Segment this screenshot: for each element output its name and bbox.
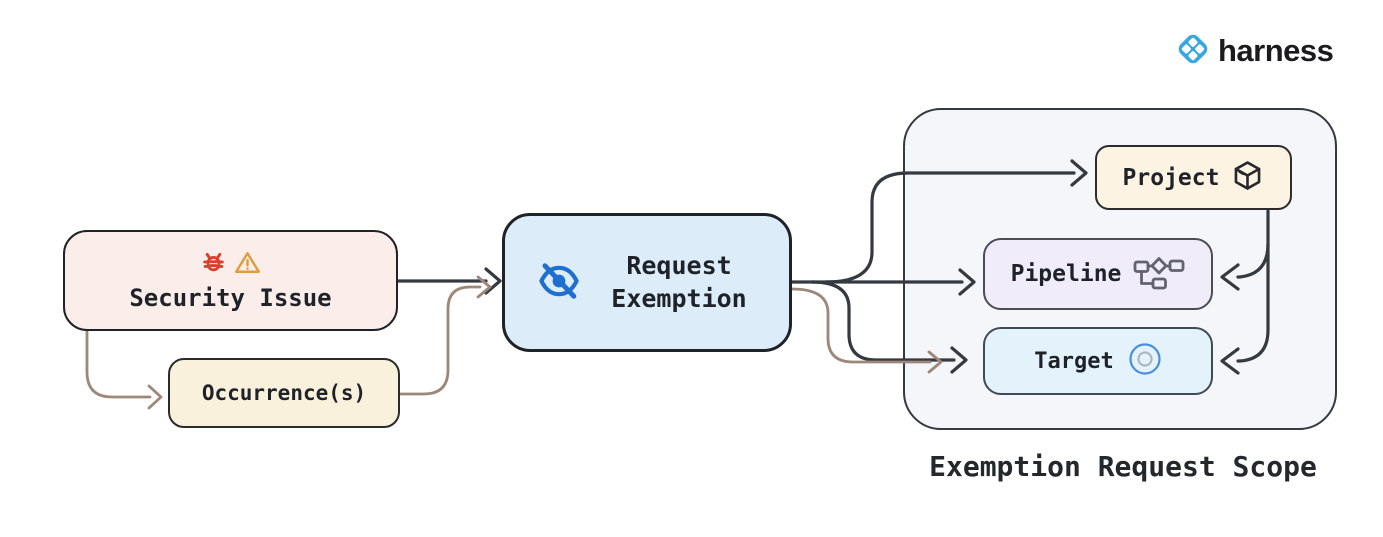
node-request-exemption: Request Exemption [502,213,792,352]
arrowhead [1070,159,1088,187]
arrowhead [958,268,976,296]
project-label: Project [1122,164,1220,191]
node-occurrences: Occurrence(s) [168,358,400,428]
arrow-project-to-target [1236,209,1270,363]
security-issue-icons [200,249,261,280]
arrowhead [476,275,492,299]
arrowhead [147,384,163,410]
harness-logo: harness [1172,28,1334,74]
node-pipeline: Pipeline [983,238,1213,310]
dark-arrows [396,159,1270,375]
brown-arrows [85,275,943,410]
occurrences-label: Occurrence(s) [201,381,367,405]
harness-logo-icon [1172,28,1214,74]
package-icon [1231,159,1264,196]
scope-title: Exemption Request Scope [929,450,1317,483]
request-exemption-label: Request Exemption [611,251,747,313]
pipeline-label: Pipeline [1010,261,1122,287]
node-project: Project [1095,145,1292,210]
arrowhead [484,267,502,295]
harness-logo-text: harness [1218,33,1334,68]
flowchart-icon [1133,255,1185,294]
arrowhead [1220,347,1240,375]
warning-icon [234,249,261,280]
arrowhead [927,350,943,374]
arrow-request-to-target [810,280,956,362]
target-icon [1128,342,1162,380]
node-target: Target [983,327,1213,395]
arrow-request-to-project [824,171,1076,284]
arrow-occurrence-to-target [790,287,932,364]
arrowhead [1220,263,1240,291]
arrow-security-to-occurrence [85,329,152,399]
node-security-issue: Security Issue [63,230,398,331]
target-label: Target [1034,348,1114,374]
eye-off-icon [535,257,583,309]
bug-icon [200,249,227,280]
arrow-project-to-pipeline [1236,242,1270,279]
arrow-occurrence-to-request [398,285,482,396]
arrowhead [950,346,968,374]
security-issue-label: Security Issue [129,284,332,312]
